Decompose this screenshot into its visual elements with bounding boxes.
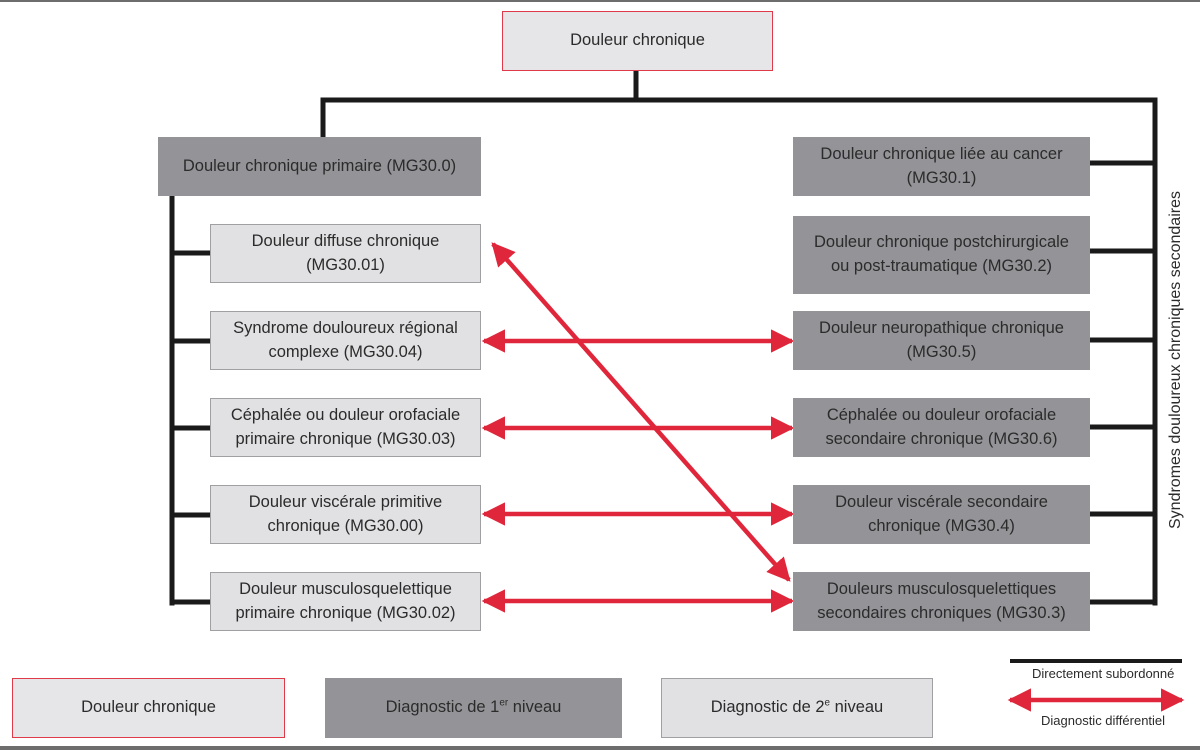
node-line2: complexe (MG30.04) [268, 342, 423, 361]
node-line2: chronique (MG30.4) [868, 516, 1015, 535]
node-line2: secondaire chronique (MG30.6) [825, 429, 1058, 448]
primary-child-node: Douleur viscérale primitive chronique (MG… [210, 485, 481, 544]
node-line2: secondaires chroniques (MG30.3) [817, 603, 1066, 622]
secondary-node: Douleur chronique postchirurgicale ou pos… [793, 216, 1090, 294]
node-line1: Douleur viscérale secondaire [835, 492, 1048, 511]
node-line1: Douleur viscérale primitive [248, 492, 443, 511]
bottom-border [0, 746, 1200, 750]
legend-level1-prefix: Diagnostic de 1 [385, 698, 500, 717]
legend-root-label: Douleur chronique [81, 698, 216, 717]
secondary-node: Douleur chronique liée au cancer (MG30.1) [793, 137, 1090, 196]
legend-level1-sup: er [499, 697, 509, 709]
differential-arrow-diagonal [491, 242, 791, 582]
secondary-node: Céphalée ou douleur orofaciale secondaire… [793, 398, 1090, 457]
node-line1: Douleur chronique postchirurgicale [814, 233, 1069, 252]
node-line1: Douleur chronique liée au cancer [820, 144, 1063, 163]
primary-child-node: Douleur diffuse chronique (MG30.01) [210, 224, 481, 283]
node-line2: (MG30.01) [306, 255, 385, 274]
node-line1: Douleurs musculosquelettiques [826, 579, 1057, 598]
primary-child-node: Syndrome douloureux régional complexe (MG… [210, 311, 481, 370]
node-line1: Céphalée ou douleur orofaciale [826, 405, 1057, 424]
node-line2: (MG30.5) [906, 342, 977, 361]
node-line1: Douleur diffuse chronique [251, 231, 440, 250]
legend-level2-swatch: Diagnostic de 2e niveau [661, 678, 933, 738]
node-line1: Douleur musculosquelettique [239, 579, 452, 598]
legend-subordinate-label: Directement subordonné [1032, 666, 1175, 681]
node-line2: (MG30.1) [906, 168, 977, 187]
legend-level1-suffix: niveau [508, 698, 562, 717]
node-line2: primaire chronique (MG30.02) [235, 603, 456, 622]
secondary-node: Douleur neuropathique chronique (MG30.5) [793, 311, 1090, 370]
root-node: Douleur chronique [502, 11, 773, 71]
node-line1: Douleur neuropathique chronique [819, 318, 1064, 337]
primary-label: Douleur chronique primaire (MG30.0) [182, 156, 457, 175]
secondary-node: Douleurs musculosquelettiques secondaires… [793, 572, 1090, 631]
legend-level2-sup: e [824, 697, 831, 709]
legend-root-swatch: Douleur chronique [12, 678, 285, 738]
legend-level2-label: Diagnostic de 2e niveau [711, 696, 883, 720]
node-line1: Syndrome douloureux régional [233, 318, 458, 337]
primary-child-node: Céphalée ou douleur orofaciale primaire c… [210, 398, 481, 457]
legend-level2-suffix: niveau [830, 698, 884, 717]
primary-child-node: Douleur musculosquelettique primaire chro… [210, 572, 481, 631]
node-line2: ou post-traumatique (MG30.2) [830, 257, 1052, 275]
node-line2: primaire chronique (MG30.03) [235, 429, 456, 448]
secondary-node: Douleur viscérale secondaire chronique (M… [793, 485, 1090, 544]
secondary-group-label: Syndromes douloureux chroniques secondai… [1167, 191, 1184, 529]
node-line1: Céphalée ou douleur orofaciale [230, 405, 461, 424]
legend-differential-label: Diagnostic différentiel [1041, 713, 1166, 728]
top-border [0, 0, 1200, 2]
primary-node: Douleur chronique primaire (MG30.0) [158, 137, 481, 196]
node-line2: chronique (MG30.00) [267, 516, 424, 535]
legend-level2-prefix: Diagnostic de 2 [710, 698, 825, 717]
root-label: Douleur chronique [570, 31, 705, 50]
legend-level1-label: Diagnostic de 1er niveau [386, 696, 562, 720]
legend-level1-swatch: Diagnostic de 1er niveau [325, 678, 622, 738]
